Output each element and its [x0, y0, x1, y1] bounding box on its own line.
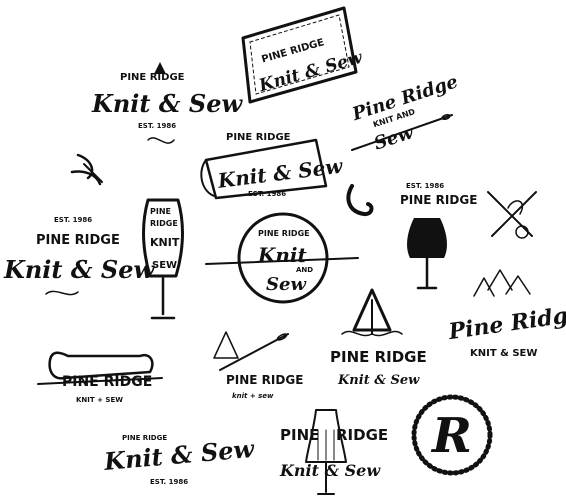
mannequin-sew: SEW: [152, 260, 177, 271]
forest-knit-sew: KNIT & SEW: [470, 348, 537, 359]
logo-knit-sew-classic: PINE RIDGE Knit & Sew EST. 1986: [91, 62, 243, 144]
logo-banner: PINE RIDGE Knit & Sew EST. 1986: [200, 132, 344, 200]
logo-bottom-script: PINE RIDGE Knit & Sew EST. 1986: [102, 434, 256, 486]
circle-brand-top: PINE RIDGE: [258, 229, 310, 238]
classic-brand-top: PINE RIDGE: [120, 72, 185, 83]
wrap-knit-sew: KNIT + SEW: [76, 396, 123, 404]
tree-brand-script: Knit & Sew: [337, 373, 420, 388]
circle-sew-script: Sew: [266, 274, 307, 295]
dress-form-icon: [305, 409, 347, 463]
scissors-icon: [70, 153, 103, 186]
circle-and: AND: [296, 266, 313, 274]
tree-needle-brand-top: PINE RIDGE: [226, 373, 303, 387]
logo-dress-split: PINE RIDGE Knit & Sew: [279, 409, 388, 495]
form-year: EST. 1986: [406, 182, 444, 190]
classic-brand-script: Knit & Sew: [91, 89, 243, 118]
bottom-brand-top: PINE RIDGE: [122, 434, 167, 442]
bottom-year: EST. 1986: [150, 478, 188, 486]
mannequin-pine: PINE: [150, 207, 171, 216]
thread-loop-icon: [346, 184, 374, 217]
logo-mannequin: PINE RIDGE KNIT SEW: [142, 198, 184, 320]
banner-brand-top: PINE RIDGE: [226, 132, 291, 143]
mannequin-ridge: RIDGE: [150, 219, 178, 228]
tree-needle-knit-sew: knit + sew: [232, 392, 274, 400]
circle-knit-script: Knit: [257, 243, 308, 267]
logo-tree-needle: PINE RIDGE knit + sew: [213, 331, 303, 400]
monogram-letter: R: [430, 408, 472, 464]
left-year: EST. 1986: [54, 216, 92, 224]
split-brand-script: Knit & Sew: [279, 461, 381, 480]
needle-cross-icon: [487, 191, 537, 239]
mannequin-knit: KNIT: [150, 236, 180, 249]
logo-left-script: EST. 1986 PINE RIDGE Knit & Sew: [3, 216, 155, 296]
split-ridge: RIDGE: [336, 426, 388, 444]
needle-icon: [351, 114, 453, 151]
logo-pine-tree: PINE RIDGE Knit & Sew: [330, 288, 427, 388]
banner-year: EST. 1986: [248, 190, 286, 198]
logo-monogram: R: [411, 394, 493, 476]
left-brand-top: PINE RIDGE: [36, 233, 120, 248]
logo-dress-form: EST. 1986 PINE RIDGE: [400, 182, 477, 290]
logo-circle-needle: PINE RIDGE Knit AND Sew: [205, 212, 359, 304]
wrap-brand-top: PINE RIDGE: [62, 374, 152, 390]
left-brand-script: Knit & Sew: [3, 255, 155, 284]
tree-brand-top: PINE RIDGE: [330, 348, 427, 366]
logo-needle-wrap: PINE RIDGE KNIT + SEW: [37, 351, 163, 404]
form-brand-top: PINE RIDGE: [400, 193, 477, 207]
forest-brand-script: Pine Ridge: [446, 301, 566, 346]
pine-tree-icon: [154, 62, 166, 74]
classic-year: EST. 1986: [138, 122, 176, 130]
logo-stamp-badge: PINE RIDGE Knit & Sew: [241, 6, 366, 104]
logo-needle-script: Pine Ridge KNIT AND Sew: [349, 71, 461, 154]
dress-form-icon: [407, 218, 447, 258]
logo-forest-script: Pine Ridge KNIT & SEW: [446, 269, 566, 359]
